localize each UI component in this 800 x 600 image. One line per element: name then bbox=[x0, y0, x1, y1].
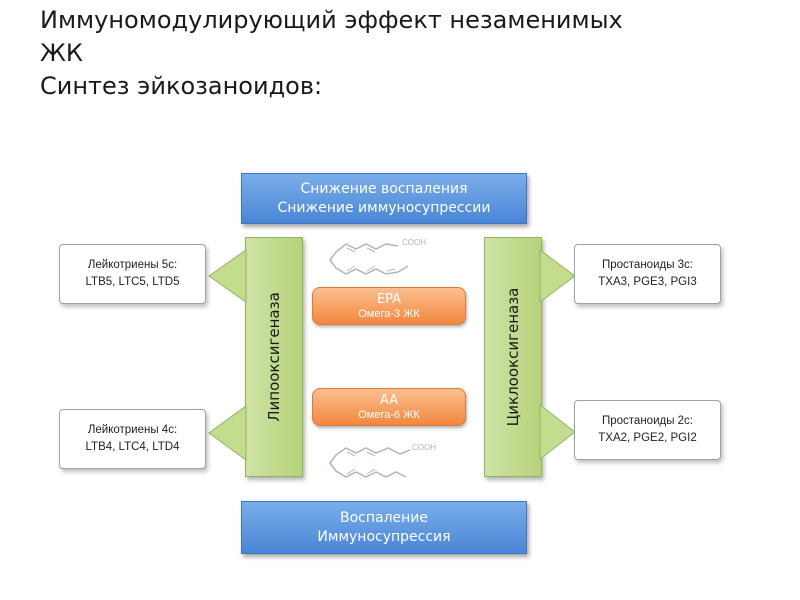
slide-title: Иммуномодулирующий эффект незаменимых ЖК… bbox=[40, 4, 623, 103]
prostanoids-3-box: Простаноиды 3с: TXA3, PGE3, PGI3 bbox=[574, 244, 721, 304]
title-line-2: ЖК bbox=[40, 39, 83, 67]
lt5-title: Лейкотриены 5с: bbox=[87, 259, 178, 271]
pg3-list: TXA3, PGE3, PGI3 bbox=[598, 276, 697, 288]
epa-subtitle: Омега-3 ЖК bbox=[358, 307, 420, 320]
effect-box-inflammation: Воспаление Иммуносупрессия bbox=[241, 501, 527, 554]
effect-bottom-line-2: Иммуносупрессия bbox=[317, 528, 451, 545]
aa-subtitle: Омега-6 ЖК bbox=[358, 408, 420, 421]
aa-cooh-label: COOH bbox=[412, 443, 436, 452]
cyclooxygenase-label: Циклооксигеназа bbox=[504, 287, 522, 427]
effect-box-reduced-inflammation: Снижение воспаления Снижение иммуносупре… bbox=[241, 173, 527, 224]
pg2-list: TXA2, PGE2, PGI2 bbox=[598, 432, 697, 444]
arrow-to-pg3-icon bbox=[539, 250, 576, 302]
title-line-1: Иммуномодулирующий эффект незаменимых bbox=[40, 6, 623, 34]
epa-name: EPA bbox=[376, 291, 402, 307]
pg3-title: Простаноиды 3с: bbox=[601, 259, 694, 271]
prostanoids-2-box: Простаноиды 2с: TXA2, PGE2, PGI2 bbox=[574, 400, 721, 460]
arrow-to-lt4-icon bbox=[208, 406, 247, 460]
lipoxygenase-label: Липооксигеназа bbox=[265, 292, 283, 422]
arrow-to-pg2-icon bbox=[539, 405, 576, 459]
aa-name: AA bbox=[379, 392, 399, 408]
effect-top-line-2: Снижение иммуносупрессии bbox=[277, 199, 491, 216]
epa-molecule-icon bbox=[329, 243, 409, 275]
title-line-3: Синтез эйкозаноидов: bbox=[40, 72, 323, 100]
leukotrienes-4-box: Лейкотриены 4с: LTB4, LTC4, LTD4 bbox=[59, 409, 206, 469]
lt5-list: LTB5, LTC5, LTD5 bbox=[85, 276, 180, 288]
effect-top-line-1: Снижение воспаления bbox=[300, 180, 468, 197]
leukotrienes-5-box: Лейкотриены 5с: LTB5, LTC5, LTD5 bbox=[59, 244, 206, 304]
aa-molecule-icon bbox=[329, 447, 411, 478]
cyclooxygenase-box: Циклооксигеназа bbox=[484, 237, 542, 477]
lt4-title: Лейкотриены 4с: bbox=[87, 424, 178, 436]
lt4-list: LTB4, LTC4, LTD4 bbox=[85, 441, 180, 453]
pg2-title: Простаноиды 2с: bbox=[601, 415, 694, 427]
arrow-to-lt5-icon bbox=[208, 250, 247, 302]
effect-bottom-line-1: Воспаление bbox=[339, 509, 429, 526]
epa-cooh-label: COOH bbox=[402, 238, 426, 247]
epa-box: EPA Омега-3 ЖК bbox=[312, 287, 466, 325]
aa-box: AA Омега-6 ЖК bbox=[312, 388, 466, 426]
lipoxygenase-box: Липооксигеназа bbox=[245, 237, 303, 477]
